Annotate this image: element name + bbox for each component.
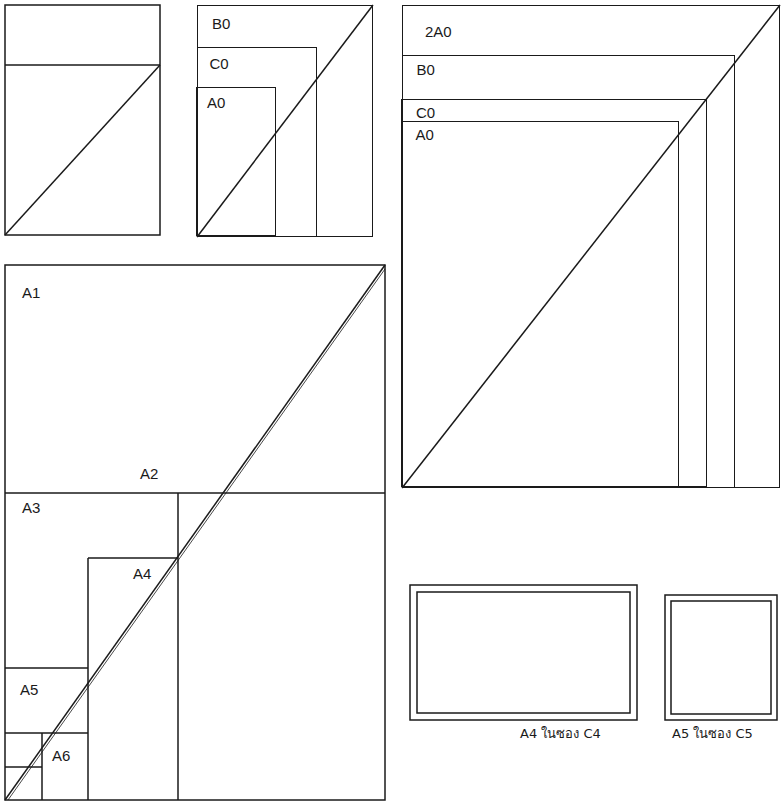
size-label: B0 bbox=[212, 16, 230, 33]
cut-line bbox=[87, 558, 89, 800]
cut-line bbox=[5, 667, 88, 669]
paper-sheet-box: 2A0B0C0A0 bbox=[402, 5, 780, 488]
cut-line bbox=[177, 493, 179, 800]
paper-sheet-box: B0C0A0 bbox=[197, 5, 373, 237]
sheet-outline bbox=[5, 265, 385, 800]
caption-text: A5 ในซอง C5 bbox=[672, 727, 753, 741]
fold-line bbox=[5, 64, 160, 66]
diagonal-line bbox=[402, 5, 780, 488]
sheet-outline bbox=[5, 5, 160, 235]
cut-line bbox=[5, 732, 88, 734]
paper-sheet-box: A0 bbox=[196, 87, 276, 236]
sheet-outline bbox=[417, 592, 630, 713]
size-label: C0 bbox=[210, 56, 229, 73]
size-label: A6 bbox=[52, 748, 70, 765]
size-label: A0 bbox=[416, 127, 434, 144]
size-label: A5 bbox=[20, 682, 38, 699]
paper-sheet-box: B0C0A0 bbox=[402, 55, 735, 488]
envelope-outline bbox=[410, 585, 637, 720]
size-label: A2 bbox=[140, 466, 158, 483]
cut-line bbox=[88, 557, 178, 559]
size-label: B0 bbox=[417, 62, 435, 79]
diagonal-line bbox=[5, 265, 385, 800]
diagonal-line bbox=[5, 65, 160, 235]
diagonal-line bbox=[197, 5, 373, 237]
size-label: 2A0 bbox=[425, 24, 452, 41]
paper-sheet-box: A0 bbox=[401, 121, 679, 487]
caption-text: A4 ในซอง C4 bbox=[520, 727, 601, 741]
paper-sheet-box: C0A0 bbox=[401, 99, 707, 487]
size-label: C0 bbox=[416, 105, 435, 122]
size-label: A4 bbox=[133, 566, 151, 583]
sheet-outline bbox=[671, 601, 771, 714]
size-label: A0 bbox=[207, 95, 225, 112]
size-label: A3 bbox=[22, 500, 40, 517]
diagonal-line bbox=[8, 269, 385, 800]
cut-line bbox=[5, 766, 42, 768]
paper-sheet-box: C0A0 bbox=[197, 47, 317, 237]
envelope-outline bbox=[665, 595, 777, 720]
size-label: A1 bbox=[22, 285, 40, 302]
cut-line bbox=[5, 492, 385, 494]
